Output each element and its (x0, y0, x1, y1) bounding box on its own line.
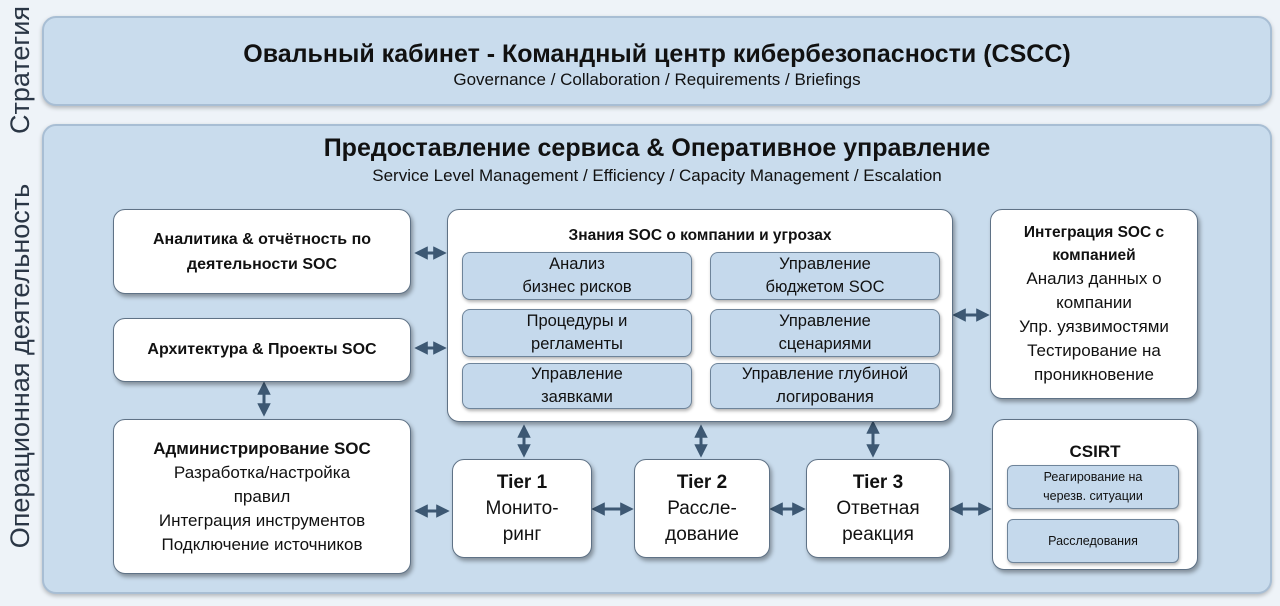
csirt-item-investigations: Расследования (1007, 519, 1179, 563)
architecture-label: Архитектура & Проекты SOC (147, 341, 377, 358)
integration-line5: проникновение (1034, 365, 1154, 384)
tier1-line1: Монито- (485, 497, 559, 519)
integration-title2: компанией (1052, 247, 1136, 264)
knowledge-title: Знания SOC о компании и угрозах (568, 227, 832, 244)
analytics-line1: Аналитика & отчётность по (152, 230, 372, 248)
integration-box: Интеграция SOC с компанией Анализ данных… (990, 209, 1198, 399)
integration-line2: компании (1056, 293, 1132, 312)
operations-title: Предоставление сервиса & Оперативное упр… (323, 134, 991, 162)
tier1-box: Tier 1 Монито- ринг (452, 459, 592, 558)
tier3-name: Tier 3 (852, 471, 904, 493)
integration-line4: Тестирование на (1027, 341, 1161, 360)
architecture-box: Архитектура & Проекты SOC (113, 318, 411, 382)
admin-line4: Подключение источников (161, 534, 363, 554)
admin-title: Администрирование SOC (153, 438, 371, 458)
tier3-box: Tier 3 Ответная реакция (806, 459, 950, 558)
tier2-line1: Рассле- (667, 497, 737, 519)
integration-title1: Интеграция SOC с (1023, 224, 1165, 241)
tier1-line2: ринг (502, 523, 542, 545)
tier3-line1: Ответная (836, 497, 920, 519)
csirt-title: CSIRT (1069, 442, 1121, 461)
integration-line1: Анализ данных о (1026, 269, 1162, 288)
tier2-box: Tier 2 Рассле- дование (634, 459, 770, 558)
tier3-line2: реакция (842, 523, 914, 545)
strategy-band: Овальный кабинет - Командный центр кибер… (42, 16, 1272, 106)
admin-line2: правил (233, 486, 291, 506)
admin-line3: Интеграция инструментов (158, 510, 366, 530)
analytics-line2: деятельности SOC (186, 255, 338, 273)
operations-subtitle: Service Level Management / Efficiency / … (372, 166, 942, 185)
tier1-name: Tier 1 (496, 471, 548, 493)
admin-box: Администрирование SOC Разработка/настрой… (113, 419, 411, 574)
tier2-line2: дование (665, 523, 739, 545)
tier2-name: Tier 2 (676, 471, 728, 493)
integration-line3: Упр. уязвимостями (1019, 317, 1169, 336)
admin-line1: Разработка/настройка (173, 462, 351, 482)
strategy-title: Овальный кабинет - Командный центр кибер… (243, 40, 1071, 68)
strategy-subtitle: Governance / Collaboration / Requirement… (453, 70, 861, 89)
analytics-box: Аналитика & отчётность по деятельности S… (113, 209, 411, 294)
